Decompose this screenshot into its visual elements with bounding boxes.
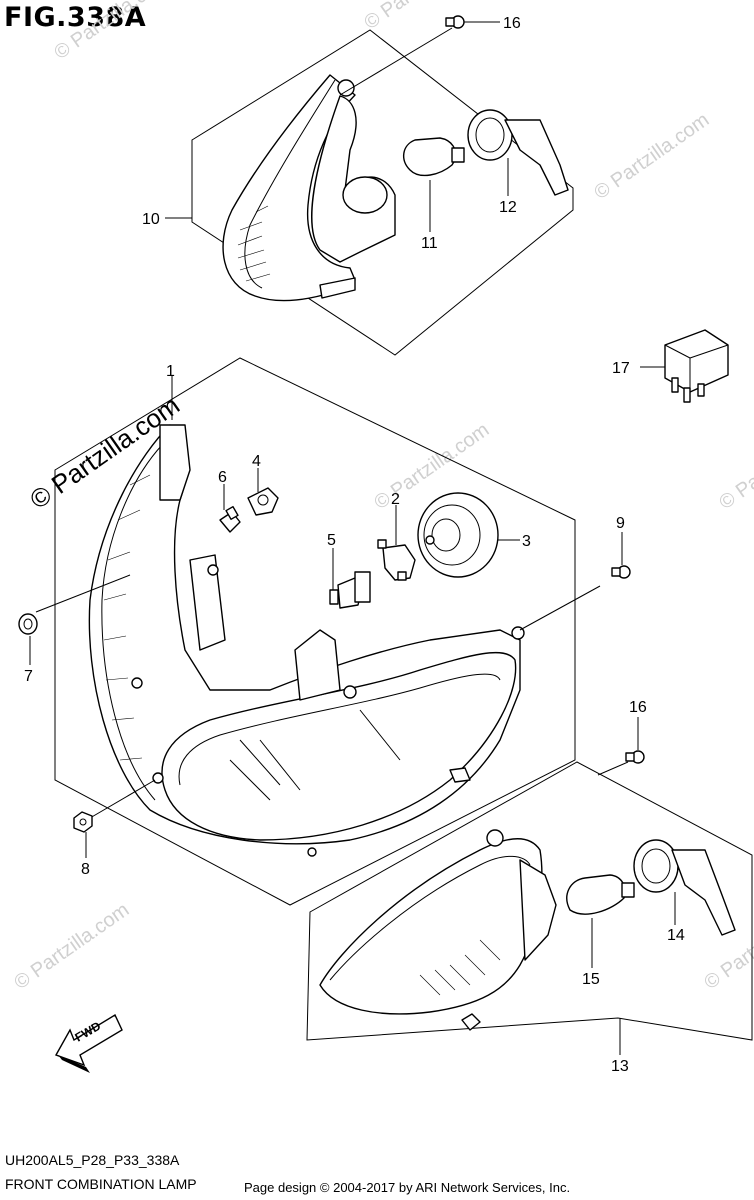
leader-16-path [339,27,453,96]
dust-cover-3 [417,492,499,578]
callout-6: 6 [218,469,227,486]
lens-edge [244,79,336,289]
screw-9 [611,565,631,579]
leader-9-path [519,585,601,631]
watermark-text: © Partzilla.com [715,419,754,514]
screw-16-top [445,15,465,29]
front-turn-signal-right-group [165,15,574,356]
bulb-11 [403,137,465,177]
headlamp-lens [161,651,517,841]
leader-8-path [89,779,156,819]
reflector-post [294,629,341,701]
lower-housing [519,859,557,961]
screw-16-lower [625,750,645,764]
lower-mount-tab [461,1013,481,1031]
mount-boss-left [131,677,143,689]
callout-13: 13 [611,1058,629,1075]
lower-mount-boss [486,829,504,847]
callout-5: 5 [327,532,336,549]
group-outline-1 [54,357,576,906]
mount-tab [319,277,356,299]
front-turn-signal-left-group [306,761,753,1055]
turn-signal-lens [222,74,356,302]
group-outline-13 [306,761,753,1041]
upper-bracket [159,424,191,501]
adjuster-tab [449,767,471,783]
lower-lens-edge [329,855,531,981]
callout-3: 3 [522,533,531,550]
callout-12: 12 [499,199,517,216]
mount-boss-upper [207,564,219,576]
socket-14 [633,839,736,936]
leader-16-lower-path [597,761,629,776]
socket-2 [377,539,416,581]
socket-4 [247,487,279,516]
figure-code: UH200AL5_P28_P33_338A [5,1152,180,1168]
callout-16-lower: 16 [629,699,647,716]
bulb-6 [219,505,241,533]
mount-boss [337,79,355,97]
reflector-rib [189,554,226,651]
callout-10: 10 [142,211,160,228]
callout-8: 8 [81,861,90,878]
page-credit: Page design © 2004-2017 by ARI Network S… [244,1180,571,1195]
callout-1: 1 [166,363,175,380]
lens-pattern [229,709,401,801]
lens-inner-edge [178,673,501,786]
lower-lens-hatching [419,939,501,996]
watermark-text: © Partzilla.com [10,899,133,994]
callout-16-top: 16 [503,15,521,32]
grommet-7 [18,613,38,635]
lens-clip [307,847,317,857]
figure-title: FIG.338A [4,2,147,33]
watermark-text: © Partzilla.com [360,0,483,34]
group-outline-10 [191,29,574,356]
turn-signal-housing [311,95,396,263]
watermark-text: © Partzilla.com [590,109,713,204]
socket-12 [467,109,569,196]
callout-14: 14 [667,927,685,944]
bulb-socket-opening [342,176,388,214]
lower-turn-signal-lens [319,838,543,1015]
callout-4: 4 [252,453,261,470]
watermark-text: © Partzilla.com [50,0,173,64]
callout-17: 17 [612,360,630,377]
callout-7: 7 [24,668,33,685]
headlamp-group [35,357,601,906]
fwd-arrow-icon [54,1013,123,1067]
housing-inner-edge [101,444,163,801]
callout-9: 9 [616,515,625,532]
callout-labels: 1 2 3 4 5 6 7 8 9 10 11 12 13 14 15 16 1… [24,15,685,1075]
lens-hatching [237,205,271,282]
fwd-arrow: FWD [54,1013,123,1073]
mount-boss-lower [152,772,164,784]
adjuster-screw [343,685,357,699]
leader-7-path [35,574,131,613]
callout-15: 15 [582,971,600,988]
bulb-5 [329,571,371,609]
callout-11: 11 [421,235,438,252]
figure-name: FRONT COMBINATION LAMP [5,1176,197,1192]
bulb-15 [566,874,635,915]
nut-8 [73,811,93,833]
housing-hatching [103,474,151,761]
callout-2: 2 [391,491,400,508]
relay-17 [640,329,729,403]
